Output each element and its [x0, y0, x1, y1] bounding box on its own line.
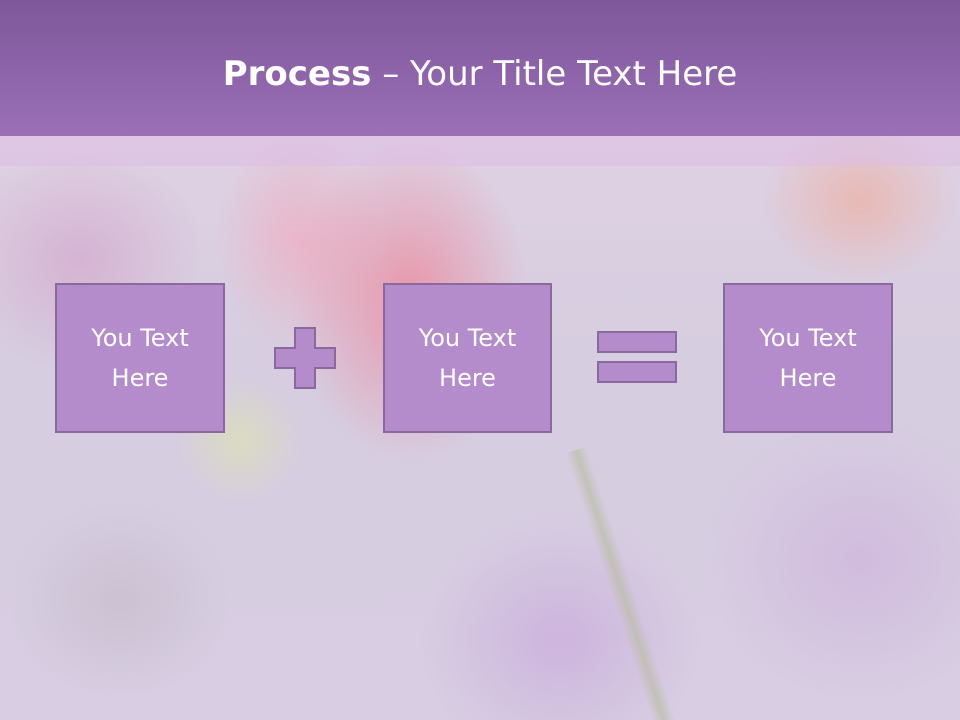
slide-title[interactable]: Process – Your Title Text Here	[0, 52, 960, 96]
title-bold: Process	[222, 54, 372, 94]
process-box-1[interactable]: You Text Here	[55, 283, 225, 433]
process-box-3-text: You Text Here	[759, 324, 857, 392]
process-box-3[interactable]: You Text Here	[723, 283, 893, 433]
title-bar-strip	[0, 136, 960, 166]
title-bar	[0, 0, 960, 136]
process-box-2-text: You Text Here	[418, 324, 517, 392]
process-box-1-text: You Text Here	[91, 324, 189, 392]
equals-icon	[597, 331, 677, 383]
title-rest: – Your Title Text Here	[371, 54, 738, 94]
plus-icon	[274, 327, 336, 389]
process-box-2[interactable]: You Text Here	[383, 283, 552, 433]
